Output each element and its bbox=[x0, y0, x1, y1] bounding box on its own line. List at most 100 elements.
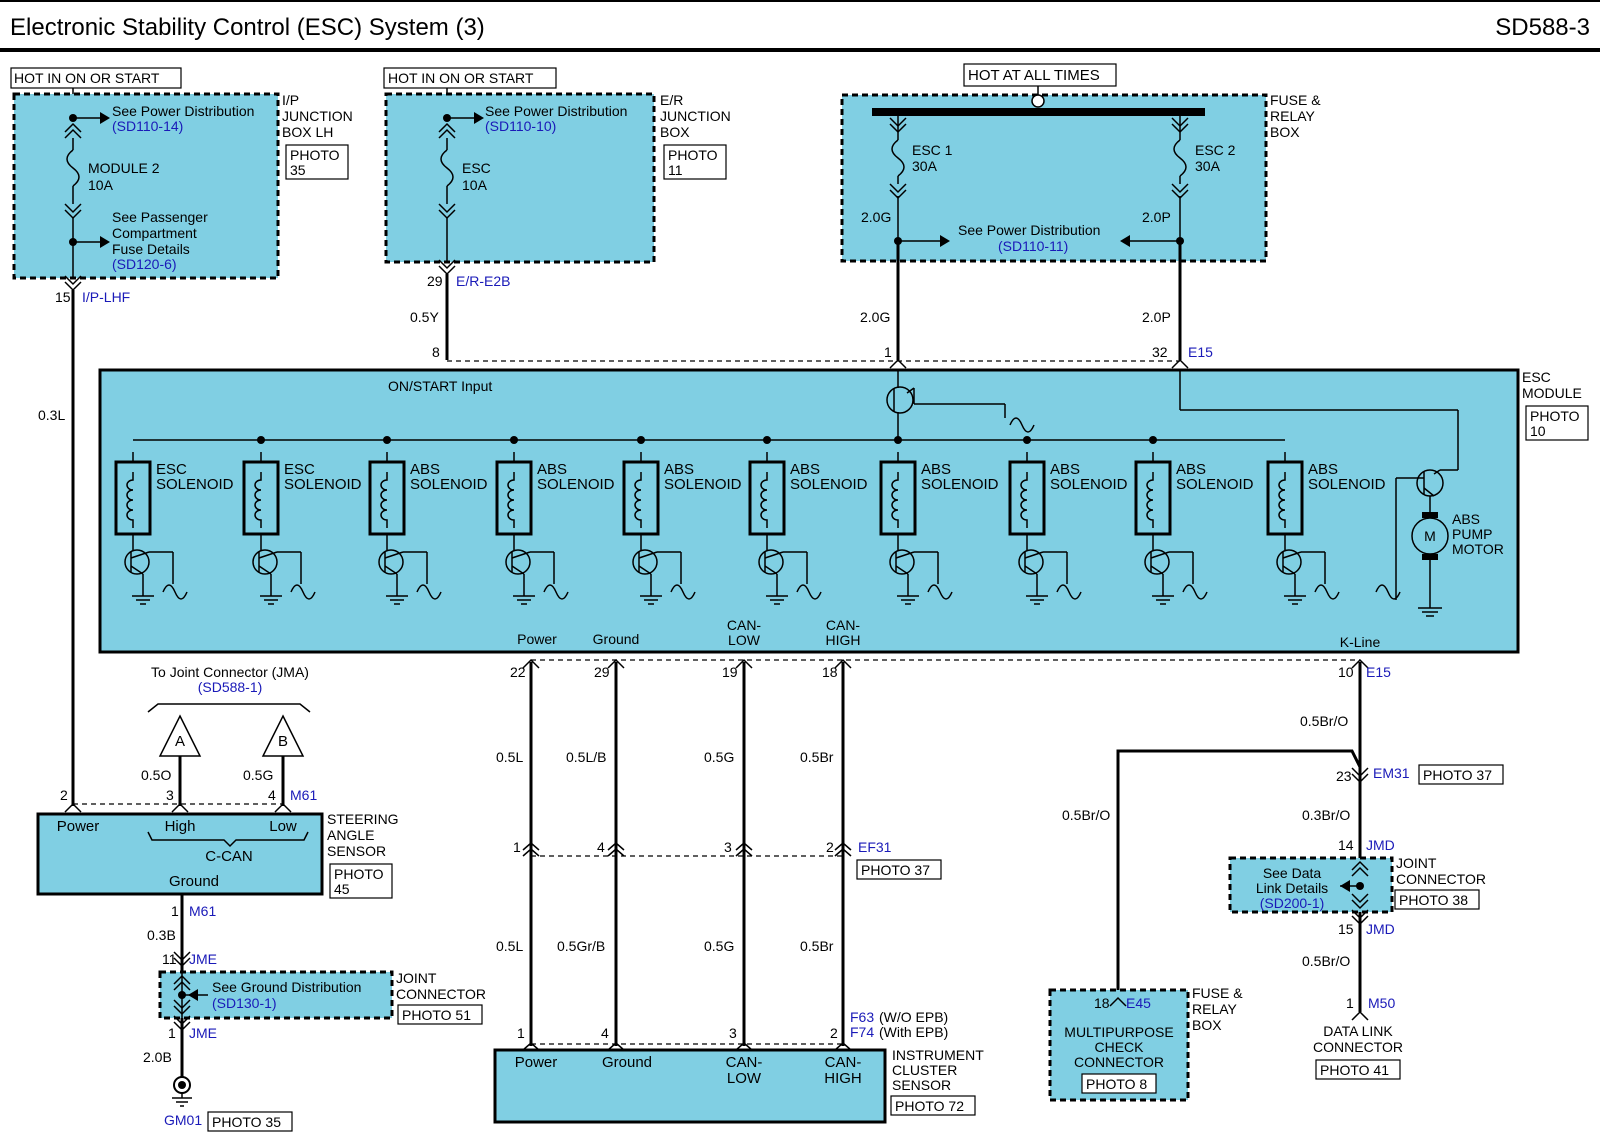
mpc-photo[interactable]: PHOTO 8 bbox=[1086, 1076, 1147, 1092]
esc-label-ground: Ground bbox=[593, 631, 640, 647]
sas-pin-power: 2 bbox=[60, 787, 68, 803]
cluster-photo[interactable]: PHOTO 72 bbox=[895, 1098, 964, 1114]
kline-connector-jmd-top[interactable]: JMD bbox=[1366, 837, 1395, 853]
solenoid-6-label-1: ABS bbox=[921, 461, 951, 478]
sas-label-low: Low bbox=[269, 818, 297, 835]
f63-connector[interactable]: F63 bbox=[850, 1009, 874, 1025]
kline-connector-m50[interactable]: M50 bbox=[1368, 995, 1395, 1011]
esc-photo-1[interactable]: PHOTO bbox=[1530, 408, 1580, 424]
ground-pin-1: 1 bbox=[171, 903, 179, 919]
cluster-label-ground: Ground bbox=[602, 1054, 652, 1071]
ground-point-gm01[interactable]: GM01 bbox=[164, 1112, 202, 1128]
kline-wire-3: 0.5Br/O bbox=[1302, 953, 1350, 969]
bus-bot-pin-can-low: 3 bbox=[729, 1025, 737, 1041]
er-fuse-rating: 10A bbox=[462, 177, 488, 193]
ground-connector-jme-top[interactable]: JME bbox=[189, 951, 217, 967]
ground-wire-1: 0.3B bbox=[147, 927, 176, 943]
frb-see-power-ref[interactable]: (SD110-11) bbox=[998, 238, 1068, 254]
solenoid-4: ABS SOLENOID bbox=[622, 450, 742, 606]
ef31-connector[interactable]: EF31 bbox=[858, 839, 892, 855]
sas-connector[interactable]: M61 bbox=[290, 787, 317, 803]
ip-connector[interactable]: I/P-LHF bbox=[82, 289, 130, 305]
solenoid-5: ABS SOLENOID bbox=[748, 450, 868, 606]
kline-see-ref[interactable]: (SD200-1) bbox=[1260, 895, 1325, 911]
kline-pin-23: 23 bbox=[1336, 768, 1352, 784]
solenoid-0-label-2: SOLENOID bbox=[156, 476, 234, 493]
ground-wire-2: 2.0B bbox=[143, 1049, 172, 1065]
kline-connector-em31[interactable]: EM31 bbox=[1373, 765, 1410, 781]
mpc-pin-18: 18 bbox=[1094, 995, 1110, 1011]
ip-fuse-rating: 10A bbox=[88, 177, 114, 193]
esc-in-wire-1: 2.0G bbox=[860, 309, 890, 325]
ip-see-pass-ref[interactable]: (SD120-6) bbox=[112, 256, 177, 272]
bus-bot-pin-ground: 4 bbox=[601, 1025, 609, 1041]
to-joint-connector: To Joint Connector (JMA) bbox=[151, 664, 309, 680]
kline-connector-e15[interactable]: E15 bbox=[1366, 664, 1391, 680]
er-name-1: E/R bbox=[660, 92, 683, 108]
bus-top-pin-power: 22 bbox=[510, 664, 526, 680]
frb-wire-1: 2.0G bbox=[861, 209, 891, 225]
bus-wire-lower-ground: 0.5Gr/B bbox=[557, 938, 605, 954]
solenoid-7-label-1: ABS bbox=[1050, 461, 1080, 478]
bus-wire-lower-can-low: 0.5G bbox=[704, 938, 734, 954]
fuse-relay-box: HOT AT ALL TIMES ESC 1 30A ESC 2 30A 2.0… bbox=[840, 63, 1321, 360]
kline-joint-photo[interactable]: PHOTO 38 bbox=[1399, 892, 1468, 908]
ip-see-power-ref[interactable]: (SD110-14) bbox=[112, 118, 183, 134]
to-joint-connector-ref[interactable]: (SD588-1) bbox=[198, 679, 263, 695]
pump-label-1: ABS bbox=[1452, 511, 1480, 527]
er-photo-2[interactable]: 11 bbox=[668, 162, 683, 178]
kline-connector-jmd-bottom[interactable]: JMD bbox=[1366, 921, 1395, 937]
ip-photo-2[interactable]: 35 bbox=[290, 162, 306, 178]
joint-b-wire: 0.5G bbox=[243, 767, 273, 783]
kline-wire-2: 0.3Br/O bbox=[1302, 807, 1350, 823]
solenoid-8-label-2: SOLENOID bbox=[1176, 476, 1254, 493]
dlc-name-2: CONNECTOR bbox=[1313, 1039, 1403, 1055]
esc-connector-top[interactable]: E15 bbox=[1188, 344, 1213, 360]
sas-label-power: Power bbox=[57, 818, 100, 835]
sas-photo-1[interactable]: PHOTO bbox=[334, 866, 384, 882]
mpc-name-1: MULTIPURPOSE bbox=[1064, 1024, 1173, 1040]
ground-joint-photo[interactable]: PHOTO 51 bbox=[402, 1007, 471, 1023]
cluster-label-can-low-1: CAN- bbox=[726, 1054, 763, 1071]
frb-see-power: See Power Distribution bbox=[958, 222, 1100, 238]
sas-pin-low: 4 bbox=[268, 787, 276, 803]
sas-photo-2[interactable]: 45 bbox=[334, 881, 350, 897]
er-wire-color: 0.5Y bbox=[410, 309, 439, 325]
solenoid-5-label-1: ABS bbox=[790, 461, 820, 478]
dlc-photo[interactable]: PHOTO 41 bbox=[1320, 1062, 1389, 1078]
er-see-power-ref[interactable]: (SD110-10) bbox=[485, 118, 556, 134]
bus-wire-upper-can-high: 0.5Br bbox=[800, 749, 834, 765]
frb-name-3: BOX bbox=[1270, 124, 1300, 140]
mpc-connector-e45[interactable]: E45 bbox=[1126, 995, 1151, 1011]
cluster-name-2: CLUSTER bbox=[892, 1062, 957, 1078]
ground-connector-jme-bottom[interactable]: JME bbox=[189, 1025, 217, 1041]
ground-see-ref[interactable]: (SD130-1) bbox=[212, 995, 277, 1011]
kline-pin-10: 10 bbox=[1338, 664, 1354, 680]
er-see-power: See Power Distribution bbox=[485, 103, 627, 119]
cluster-label-power: Power bbox=[515, 1054, 558, 1071]
solenoid-2-label-1: ABS bbox=[410, 461, 440, 478]
f74-connector[interactable]: F74 bbox=[850, 1024, 874, 1040]
solenoid-9-label-1: ABS bbox=[1308, 461, 1338, 478]
ip-junction-box: HOT IN ON OR START See Power Distributio… bbox=[10, 67, 353, 423]
kline-see-1: See Data bbox=[1263, 865, 1322, 881]
solenoid-4-label-1: ABS bbox=[664, 461, 694, 478]
er-connector[interactable]: E/R-E2B bbox=[456, 273, 510, 289]
bus-top-pin-can-high: 18 bbox=[822, 664, 838, 680]
ef31-photo[interactable]: PHOTO 37 bbox=[861, 862, 930, 878]
solenoid-0: ESC SOLENOID bbox=[114, 450, 234, 606]
er-photo-1[interactable]: PHOTO bbox=[668, 147, 718, 163]
esc-label-power: Power bbox=[517, 631, 557, 647]
esc2-fuse-name: ESC 2 bbox=[1195, 142, 1236, 158]
er-name-3: BOX bbox=[660, 124, 690, 140]
frb-wire-2: 2.0P bbox=[1142, 209, 1171, 225]
kline-em31-photo[interactable]: PHOTO 37 bbox=[1423, 767, 1492, 783]
ip-name-2: JUNCTION bbox=[282, 108, 353, 124]
ground-connector-m61[interactable]: M61 bbox=[189, 903, 216, 919]
esc-photo-2[interactable]: 10 bbox=[1530, 423, 1546, 439]
ip-photo-1[interactable]: PHOTO bbox=[290, 147, 340, 163]
ground-pin-b: 1 bbox=[168, 1025, 176, 1041]
ground-point-photo[interactable]: PHOTO 35 bbox=[212, 1114, 281, 1130]
joint-b: B bbox=[278, 733, 288, 750]
